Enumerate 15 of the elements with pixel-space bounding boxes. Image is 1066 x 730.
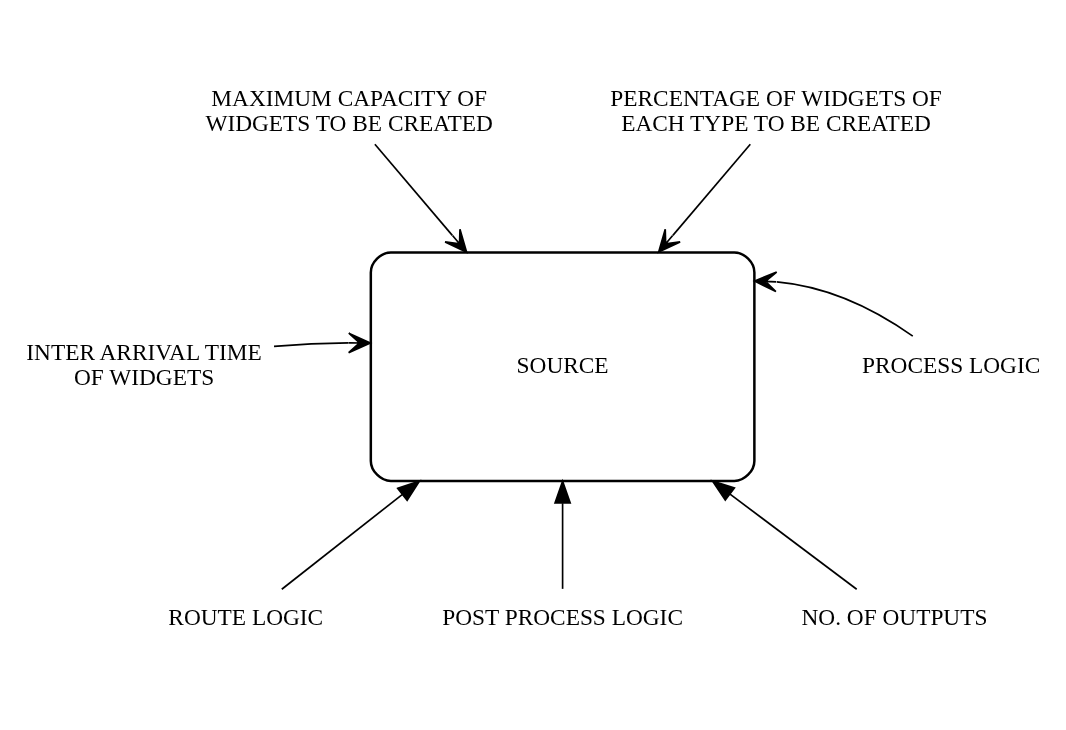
node-box: SOURCE [369,251,756,483]
arrow [374,143,468,253]
arrow [553,478,572,590]
node-text: PERCENTAGE OF WIDGETS OF EACH TYPE TO BE CREATED [610,85,942,137]
arrow [280,479,422,591]
arrow [273,332,372,354]
node-text: PROCESS LOGIC [862,351,1041,378]
node-text: ROUTE LOGIC [168,604,324,631]
node-text: INTER ARRIVAL TIME OF WIDGETS [26,339,262,391]
node-text: MAXIMUM CAPACITY OF WIDGETS TO BE CREATED [205,85,493,137]
node-text: NO. OF OUTPUTS [801,604,988,631]
arrow [657,143,752,253]
node-text: POST PROCESS LOGIC [442,604,683,631]
arrow [710,479,858,591]
arrow [753,271,914,337]
